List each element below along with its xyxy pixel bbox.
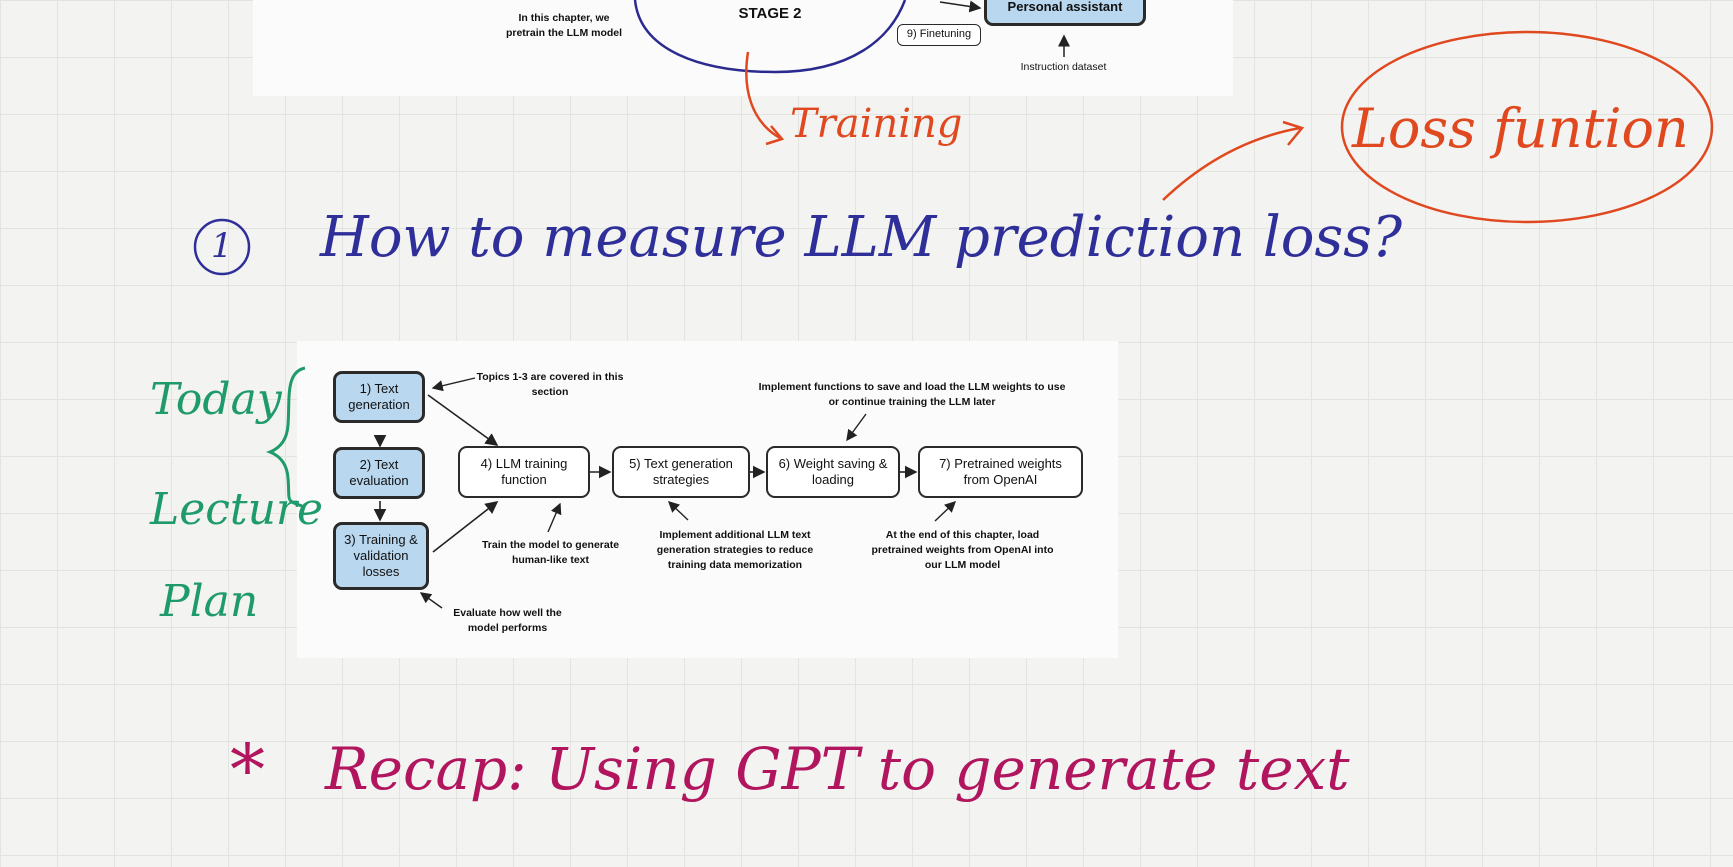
note-strategies: Implement additional LLM text generation… [656, 529, 814, 572]
loss-function-arrow [1162, 126, 1301, 201]
arrow-1-4 [427, 394, 499, 446]
stage-label: STAGE 2 [738, 5, 802, 22]
note-end: At the end of this chapter, load pretrai… [871, 529, 1054, 572]
loss-function-annotation: Loss funtion [1352, 97, 1689, 160]
item-number-circle [193, 218, 251, 276]
personal-assistant-box: Personal assistant [984, 0, 1146, 26]
instruction-dataset-label: Instruction dataset [1020, 61, 1107, 73]
training-arrow [745, 51, 781, 140]
strategies-pointer [667, 501, 689, 521]
chapter-note: In this chapter, we pretrain the LLM mod… [505, 12, 623, 40]
box-text-generation: 1) Text generation [333, 371, 425, 423]
box-llm-training-function: 4) LLM training function [458, 446, 590, 498]
loss-function-arrow-head [1282, 120, 1305, 146]
evaluate-pointer [419, 592, 443, 609]
note-evaluate: Evaluate how well the model performs [453, 607, 562, 635]
end-pointer [934, 501, 957, 522]
note-save-load: Implement functions to save and load the… [758, 381, 1066, 409]
topics-pointer [431, 377, 476, 392]
item-number: 1 [211, 226, 233, 266]
box-text-generation-strategies: 5) Text generation strategies [612, 446, 750, 498]
lecture-plan-line-2: Lecture [150, 484, 323, 535]
diagram-panel [297, 341, 1118, 658]
save-load-pointer [846, 413, 867, 442]
training-arrow-head [765, 125, 785, 146]
box-training-validation-losses: 3) Training & validation losses [333, 522, 429, 590]
finetuning-box: 9) Finetuning [897, 24, 981, 46]
arrow-3-4 [432, 501, 499, 553]
recap-text: Recap: Using GPT to generate text [325, 735, 1350, 803]
lecture-plan-line-1: Today [150, 374, 282, 425]
question-heading: How to measure LLM prediction loss? [320, 205, 1402, 270]
train-pointer [547, 502, 562, 533]
stage-ellipse [633, 0, 907, 74]
note-topics: Topics 1-3 are covered in this section [476, 371, 624, 399]
box-pretrained-weights: 7) Pretrained weights from OpenAI [918, 446, 1083, 498]
box-text-evaluation: 2) Text evaluation [333, 447, 425, 499]
loss-function-ellipse [1340, 30, 1714, 224]
finetuning-arrow [939, 0, 982, 13]
box-weight-saving-loading: 6) Weight saving & loading [766, 446, 900, 498]
recap-star: * [230, 729, 265, 811]
note-train: Train the model to generate human-like t… [481, 539, 620, 567]
curly-brace [265, 366, 306, 508]
training-annotation: Training [790, 101, 963, 147]
lecture-plan-line-3: Plan [160, 576, 259, 627]
